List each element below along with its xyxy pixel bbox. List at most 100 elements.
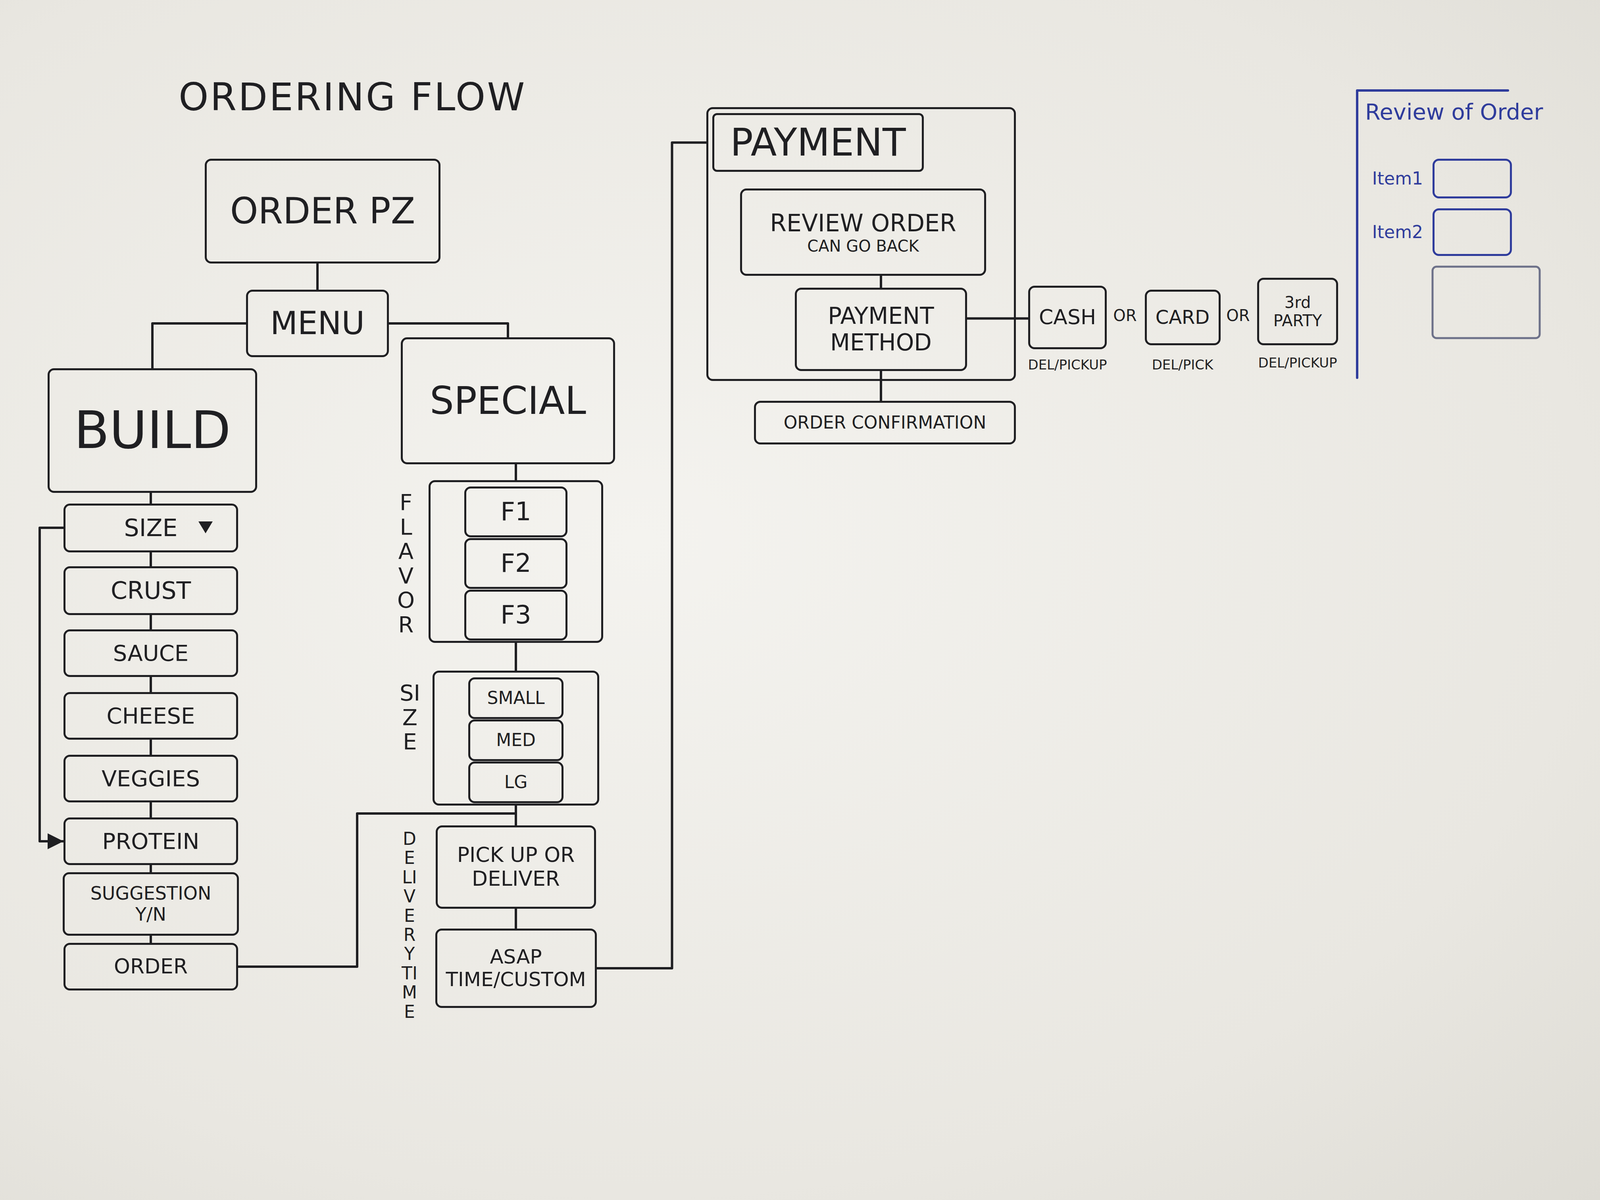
step-box: PROTEIN: [63, 817, 239, 866]
node-text: 3rd PARTY: [1267, 293, 1328, 330]
option-box: F2: [464, 538, 568, 589]
step-box: CHEESE: [63, 692, 239, 740]
connector: [596, 142, 707, 969]
node-text: ORDER PZ: [230, 190, 416, 232]
step-box: SAUCE: [63, 629, 239, 677]
connector: [967, 317, 1029, 320]
wireframe-box: Item1: [1432, 158, 1512, 199]
connector: [514, 908, 518, 929]
connector: [149, 802, 152, 818]
label-wrap: DELIVERY TIME: [400, 829, 419, 1022]
option-box: LG: [468, 761, 564, 804]
node-text: MENU: [270, 305, 365, 342]
connector: [514, 642, 518, 671]
step-box: REVIEW ORDERCAN GO BACK: [740, 188, 987, 276]
node-text: ORDER CONFIRMATION: [783, 412, 987, 433]
step-box: PICK UP OR DELIVER: [435, 825, 597, 909]
branch-box: SPECIAL: [400, 337, 616, 465]
connector: [149, 739, 152, 755]
label-wrap: DEL/PICKUP: [1027, 357, 1107, 373]
diagram-title: ORDERING FLOW: [178, 75, 527, 120]
option-note: DEL/PICKUP: [1257, 355, 1337, 371]
option-note: DEL/PICKUP: [1027, 357, 1107, 373]
connector: [149, 492, 152, 504]
option-box: MED: [468, 719, 564, 762]
step-box: SIZE: [63, 503, 239, 553]
step-box: SUGGESTION Y/N: [62, 872, 239, 936]
node-text: ORDER: [113, 954, 188, 979]
node-text: REVIEW ORDER: [769, 209, 956, 237]
node-text: VEGGIES: [101, 765, 200, 792]
node-text: PAYMENT: [712, 113, 924, 172]
node-text: CASH: [1038, 305, 1097, 330]
title-wrap: ORDERING FLOW: [178, 75, 527, 120]
option-note: DEL/PICK: [1151, 357, 1214, 373]
group-box: PAYMENT REVIEW ORDERCAN GO BACK PAYMENT ME…: [706, 107, 1016, 381]
node-text: SIZE: [398, 680, 422, 754]
group-note: DELIVERY TIME: [400, 829, 419, 1022]
step-box: ASAP TIME/CUSTOM: [435, 928, 597, 1008]
node-text: BUILD: [73, 400, 231, 461]
option-box: F3: [464, 589, 568, 641]
node-text: SUGGESTION Y/N: [73, 882, 229, 925]
option-box: F1: [464, 486, 568, 538]
wireframe-box: [1432, 266, 1540, 339]
connector: [149, 552, 152, 567]
node-note: CAN GO BACK: [807, 236, 919, 256]
node-text: FLAVOR: [394, 490, 418, 637]
dropdown-mark: [198, 521, 213, 534]
start-box: ORDER PZ: [204, 158, 441, 264]
node-text: MED: [496, 730, 536, 751]
connector: [149, 676, 152, 693]
node-text: Item2: [1372, 222, 1424, 243]
connector: [514, 464, 518, 481]
node-text: Item1: [1372, 168, 1424, 189]
connector: [316, 263, 319, 290]
group-box: SIZESMALLMEDLG: [432, 670, 600, 806]
node-text: LG: [504, 772, 528, 793]
node-text: SIZE: [124, 514, 178, 542]
connector: [39, 527, 64, 842]
option-box: SMALL: [468, 677, 564, 720]
menu-box: MENU: [246, 289, 389, 358]
connector: [514, 805, 518, 826]
node-text: ASAP TIME/CUSTOM: [446, 945, 587, 992]
step-box: ORDER: [63, 942, 239, 991]
connector: [879, 371, 883, 401]
label-wrap: OR: [1226, 306, 1250, 325]
node-text: SAUCE: [113, 640, 189, 666]
wireframe-box: Item2: [1432, 208, 1512, 256]
option-box: 3rd PARTY: [1257, 277, 1339, 346]
label-wrap: OR: [1113, 306, 1137, 325]
group-box: FLAVORF1F2F3: [428, 480, 604, 643]
step-box: VEGGIES: [63, 754, 239, 803]
node-text: F2: [500, 548, 532, 579]
connector: [149, 615, 152, 630]
option-box: CARD: [1144, 289, 1221, 346]
label-wrap: Review of Order: [1365, 99, 1544, 125]
label-wrap: DEL/PICK: [1151, 357, 1214, 373]
connector: [152, 323, 247, 369]
connector: [388, 323, 508, 338]
connector: [149, 935, 152, 943]
node-text: F1: [500, 497, 532, 527]
node-text: PICK UP OR DELIVER: [446, 843, 586, 891]
or-note: OR: [1113, 306, 1137, 325]
option-box: CASH: [1028, 285, 1107, 350]
step-box: ORDER CONFIRMATION: [753, 400, 1016, 445]
label-wrap: DEL/PICKUP: [1257, 355, 1337, 371]
node-text: SMALL: [486, 688, 545, 709]
node-text: PAYMENT METHOD: [805, 302, 957, 356]
branch-box: BUILD: [47, 368, 258, 493]
step-box: CRUST: [63, 566, 239, 616]
node-text: F3: [500, 600, 532, 630]
connector: [149, 865, 152, 873]
connector: [879, 275, 883, 288]
node-text: SPECIAL: [429, 378, 587, 423]
node-text: CARD: [1155, 306, 1210, 329]
step-box: PAYMENT METHOD: [794, 287, 968, 372]
